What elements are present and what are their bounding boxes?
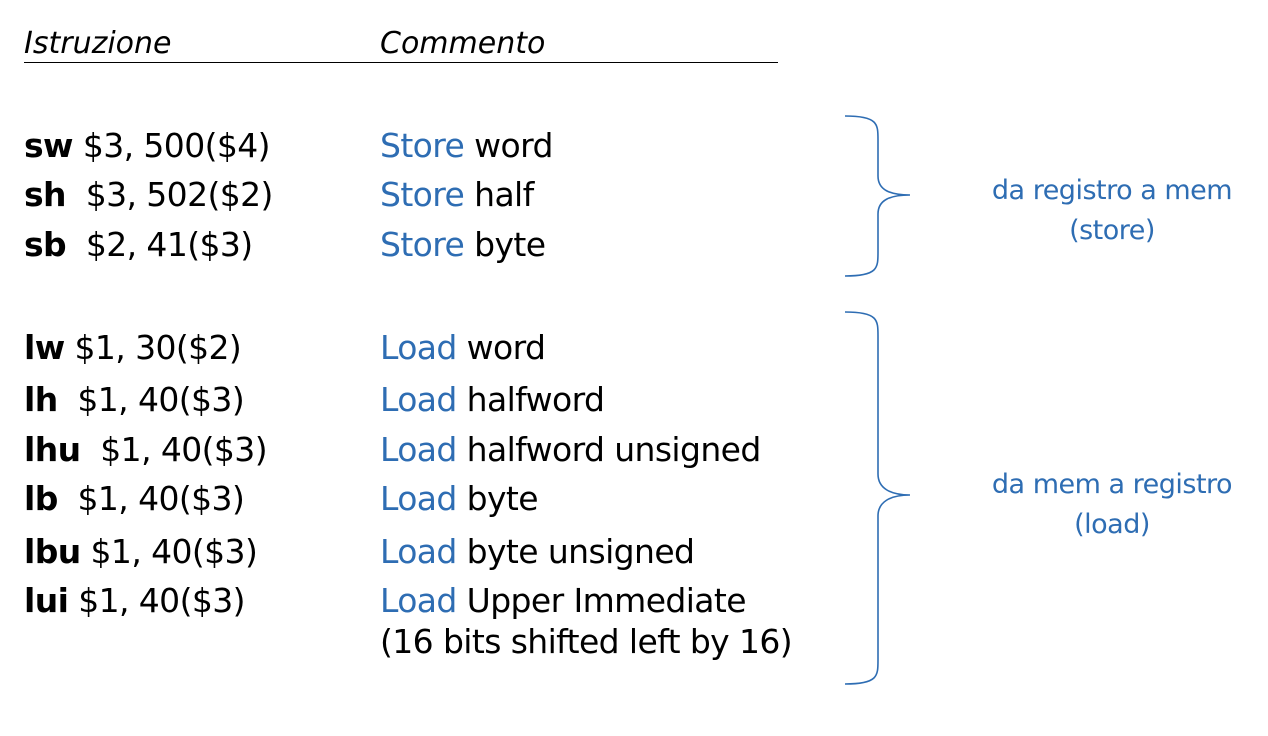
store-comment-sw: Store word bbox=[380, 126, 553, 166]
comment-text: byte bbox=[464, 225, 546, 264]
load-comment-lhu: Load halfword unsigned bbox=[380, 430, 761, 470]
opcode: sh bbox=[24, 175, 67, 214]
comment-keyword: Store bbox=[380, 175, 465, 214]
comment-keyword: Load bbox=[380, 479, 457, 518]
store-note-line2: (store) bbox=[1069, 215, 1155, 246]
load-comment-lui-extra: (16 bits shifted left by 16) bbox=[380, 622, 793, 661]
header-underline bbox=[24, 62, 778, 63]
load-instruction-lh: lh $1, 40($3) bbox=[24, 380, 245, 420]
opcode: lhu bbox=[24, 430, 81, 469]
operands: $1, 40($3) bbox=[68, 581, 245, 620]
store-instruction-sh: sh $3, 502($2) bbox=[24, 175, 273, 215]
load-comment-lh: Load halfword bbox=[380, 380, 605, 420]
load-brace bbox=[844, 311, 911, 685]
load-note-line2: (load) bbox=[1074, 509, 1150, 540]
operands: $1, 30($2) bbox=[64, 328, 242, 367]
operands: $1, 40($3) bbox=[80, 430, 267, 469]
comment-text: half bbox=[464, 175, 534, 214]
opcode: lw bbox=[24, 328, 65, 367]
instruction-column-header: Istruzione bbox=[24, 26, 172, 61]
comment-text: word bbox=[456, 328, 546, 367]
load-comment-lw: Load word bbox=[380, 328, 546, 368]
comment-column-header: Commento bbox=[380, 26, 546, 61]
operands: $2, 41($3) bbox=[66, 225, 253, 264]
opcode: sb bbox=[24, 225, 67, 264]
load-instruction-lbu: lbu $1, 40($3) bbox=[24, 532, 258, 572]
comment-text: byte unsigned bbox=[456, 532, 695, 571]
store-instruction-sb: sb $2, 41($3) bbox=[24, 225, 253, 265]
opcode: lbu bbox=[24, 532, 81, 571]
opcode: lui bbox=[24, 581, 69, 620]
load-instruction-lw: lw $1, 30($2) bbox=[24, 328, 242, 368]
comment-text: byte bbox=[456, 479, 539, 518]
comment-keyword: Store bbox=[380, 126, 465, 165]
load-instruction-lb: lb $1, 40($3) bbox=[24, 479, 245, 519]
store-note-line1: da registro a mem bbox=[991, 175, 1233, 206]
opcode: lb bbox=[24, 479, 58, 518]
store-comment-sh: Store half bbox=[380, 175, 534, 215]
comment-text: word bbox=[464, 126, 553, 165]
load-comment-lui: Load Upper Immediate bbox=[380, 581, 747, 621]
comment-text: halfword bbox=[456, 380, 605, 419]
store-comment-sb: Store byte bbox=[380, 225, 546, 265]
store-brace bbox=[844, 115, 911, 277]
load-comment-lb: Load byte bbox=[380, 479, 539, 519]
operands: $1, 40($3) bbox=[57, 380, 245, 419]
comment-text: halfword unsigned bbox=[456, 430, 762, 469]
comment-text: Upper Immediate bbox=[456, 581, 747, 620]
operands: $1, 40($3) bbox=[80, 532, 258, 571]
operands: $1, 40($3) bbox=[57, 479, 245, 518]
comment-keyword: Load bbox=[380, 328, 457, 367]
operands: $3, 502($2) bbox=[65, 175, 274, 214]
load-instruction-lhu: lhu $1, 40($3) bbox=[24, 430, 268, 470]
comment-keyword: Load bbox=[380, 430, 457, 469]
load-instruction-lui: lui $1, 40($3) bbox=[24, 581, 246, 621]
comment-keyword: Store bbox=[380, 225, 465, 264]
comment-keyword: Load bbox=[380, 380, 457, 419]
operands: $3, 500($4) bbox=[72, 126, 271, 165]
opcode: lh bbox=[24, 380, 58, 419]
comment-keyword: Load bbox=[380, 581, 457, 620]
load-note-line1: da mem a registro bbox=[991, 469, 1233, 500]
load-comment-lbu: Load byte unsigned bbox=[380, 532, 695, 572]
opcode: sw bbox=[24, 126, 74, 165]
store-instruction-sw: sw $3, 500($4) bbox=[24, 126, 271, 166]
comment-keyword: Load bbox=[380, 532, 457, 571]
